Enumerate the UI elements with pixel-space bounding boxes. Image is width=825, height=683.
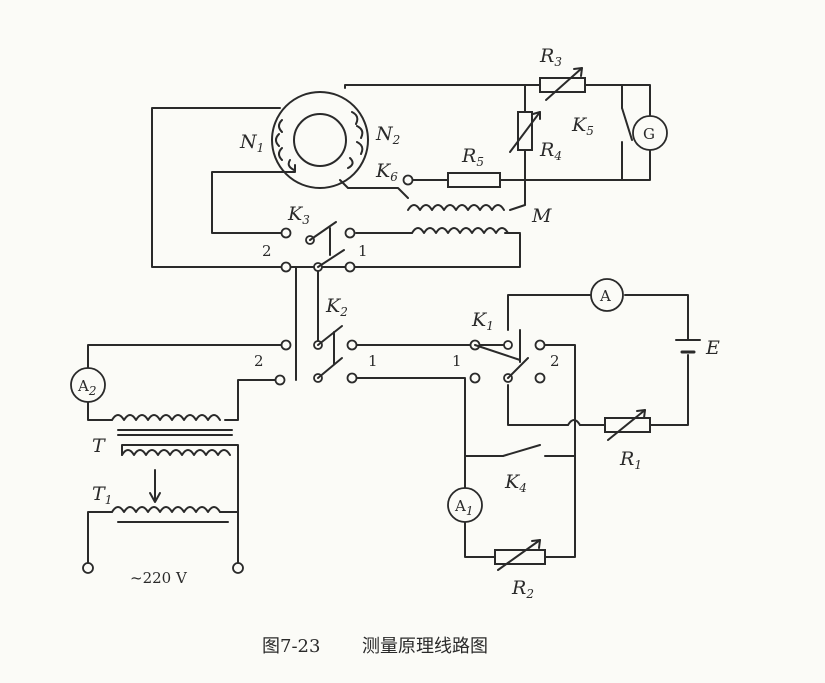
m-upper-coil: [407, 204, 505, 211]
resistor-r3: R3: [539, 45, 586, 101]
switch-k1: K1 1 2: [452, 309, 560, 384]
label-r2: R2: [511, 577, 534, 601]
label-t1: T1: [92, 483, 112, 507]
label-a: A: [599, 287, 611, 305]
label-a2: A2: [77, 377, 96, 398]
label-k4: K4: [504, 471, 527, 495]
toroid-outer: [271, 91, 369, 189]
caption-title: 测量原理线路图: [362, 636, 488, 657]
wire-a-e: [624, 294, 689, 341]
resistor-r2: R2: [494, 539, 546, 601]
transformer-t: T: [92, 414, 233, 457]
label-r4: R4: [539, 139, 562, 163]
label-e: E: [705, 337, 720, 359]
autotransformer-t1: T1: [92, 469, 229, 523]
wire-k1-pos2: [544, 344, 576, 558]
t-core: [117, 429, 233, 436]
switch-k3: K3 2 1: [262, 203, 368, 273]
t-secondary-coil: [111, 414, 221, 421]
label-r1: R1: [619, 448, 642, 472]
ammeter-a: A: [590, 278, 624, 312]
k2-pos2-label: 2: [254, 352, 264, 370]
resistor-r4: R4: [509, 111, 562, 163]
switch-k4: K4: [502, 444, 541, 495]
toroid-winding-n2: [347, 111, 364, 169]
wire-n1-inner: [211, 164, 296, 234]
wire-k2-t: [224, 379, 276, 421]
label-n2: N2: [375, 123, 400, 147]
label-k5: K5: [571, 114, 594, 138]
label-k2: K2: [325, 295, 348, 319]
toroid-core: N1 N2: [239, 91, 400, 189]
supply-voltage-label: ~220 V: [130, 569, 188, 587]
label-g: G: [643, 125, 655, 143]
t1-coil: [111, 506, 221, 513]
wire-n2-k6: [339, 179, 409, 199]
wire-k1-a: [507, 294, 591, 331]
label-r3: R3: [539, 45, 562, 69]
m-lower-coil: [411, 227, 509, 234]
supply-terminals: ~220 V: [82, 562, 244, 587]
wire-m-top-end: [509, 204, 526, 211]
wire-r1-k1: [507, 384, 569, 426]
wire-t-t1: [121, 444, 239, 566]
label-a1: A1: [454, 497, 473, 518]
label-k3: K3: [287, 203, 310, 227]
label-m: M: [531, 205, 552, 227]
t-primary-coil: [121, 449, 231, 456]
wire-n1-outer: [151, 107, 521, 268]
caption-number: 图7-23: [262, 636, 320, 657]
mutual-inductor-m: M: [407, 204, 552, 234]
label-k1: K1: [471, 309, 494, 333]
k1-pos2-label: 2: [550, 352, 560, 370]
resistor-r1: R1: [567, 409, 651, 472]
wire-t1-supply-left: [87, 511, 113, 566]
label-r5: R5: [461, 145, 484, 169]
label-t: T: [92, 435, 106, 457]
switch-k5: K5: [571, 107, 633, 141]
k1-pos1-label: 1: [452, 352, 462, 370]
wire-k2-a2: [87, 344, 283, 373]
wires: [87, 84, 689, 566]
wire-a2-t: [87, 397, 113, 421]
switch-k6: K6: [375, 160, 414, 186]
wire-top-left: [344, 84, 526, 89]
r1-wire-hop: [567, 419, 581, 426]
wire-e-r1: [649, 354, 689, 426]
toroid-inner: [293, 113, 347, 167]
switch-k2: K2 2 1: [254, 295, 378, 386]
galvanometer-g: G: [632, 115, 668, 151]
battery-e: E: [675, 337, 720, 359]
wire-g-return: [524, 149, 651, 181]
resistor-r5: R5: [447, 145, 501, 188]
t1-wiper: [149, 469, 161, 503]
k3-pos1-label: 1: [358, 242, 368, 260]
figure-caption: 图7-23 测量原理线路图: [262, 636, 488, 657]
supply-terminal-left: [82, 562, 94, 574]
label-n1: N1: [239, 131, 264, 155]
k2-pos1-label: 1: [368, 352, 378, 370]
wire-a1-r2: [464, 521, 496, 558]
ammeter-a1: A1: [447, 487, 483, 523]
wire-top-right: [524, 84, 651, 116]
ammeter-a2: A2: [70, 367, 106, 403]
wire-k4-left: [464, 444, 504, 457]
supply-terminal-right: [232, 562, 244, 574]
k3-pos2-label: 2: [262, 242, 272, 260]
wire-k2-k1-bottom: [356, 377, 466, 446]
label-k6: K6: [375, 160, 398, 184]
toroid-winding-n1: [275, 119, 295, 171]
